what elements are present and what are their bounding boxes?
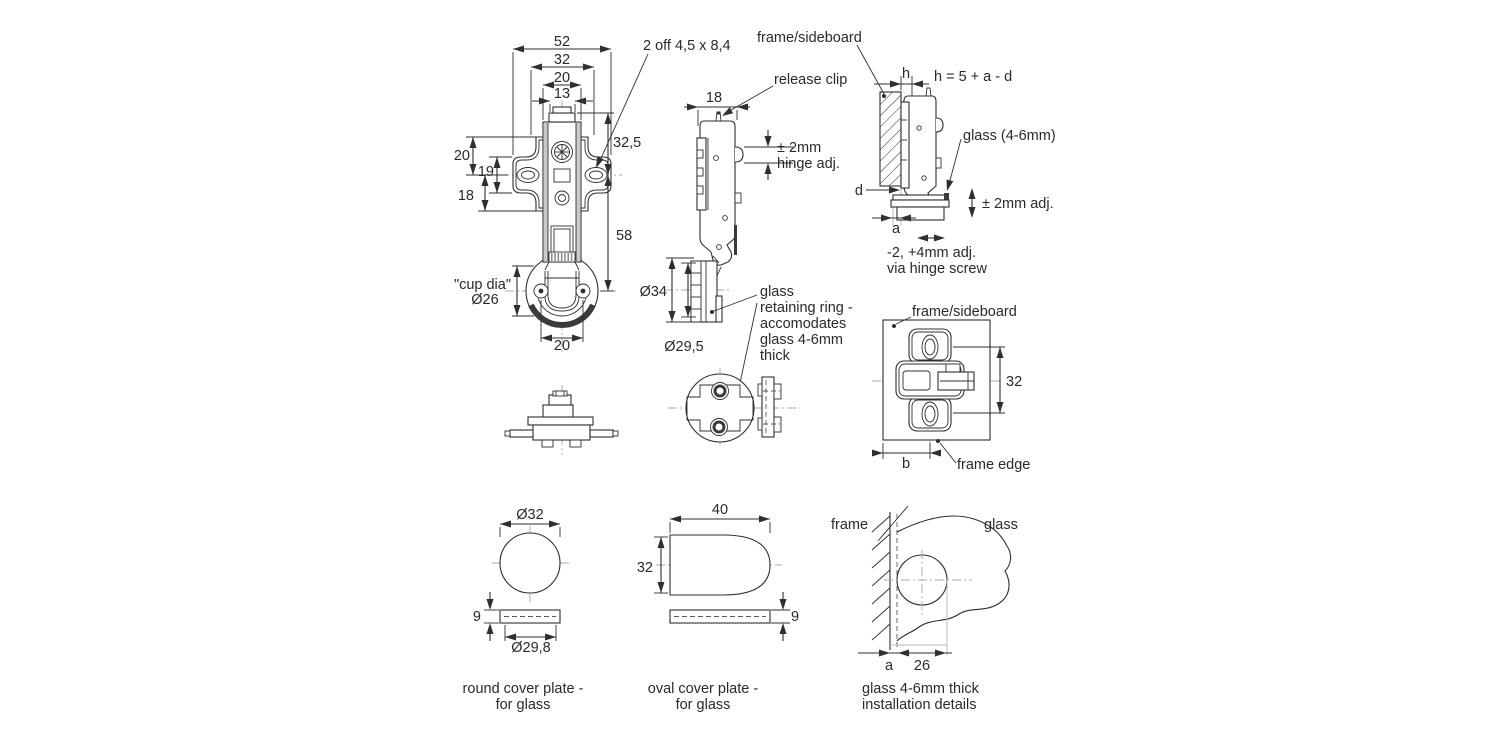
retaining-ring-views: [668, 368, 800, 448]
formula-label: h = 5 + a - d: [934, 69, 1012, 85]
retaining-ring-front: [685, 373, 755, 443]
glass-blob: [896, 515, 1012, 642]
plate-frame-label: frame/sideboard: [912, 304, 1017, 320]
install-frame-label: frame: [831, 517, 868, 533]
dim-d-label: d: [855, 183, 863, 199]
glass-pane: [892, 194, 949, 201]
oval-cover-face: [669, 534, 771, 596]
hinge-adj-label-2: hinge adj.: [777, 156, 840, 172]
dia-29-8-label: Ø29,8: [511, 640, 551, 656]
top-view-right-wing: [589, 429, 614, 438]
hinge-adj-label-1: ± 2mm: [777, 140, 821, 156]
top-view-left-wing: [509, 429, 534, 438]
cup-dia-label-1: "cup dia": [454, 277, 511, 293]
small-screw: [554, 190, 570, 206]
plate-dim-32-label: 32: [1006, 374, 1022, 390]
top-view: [504, 385, 619, 455]
slot-note-label: 2 off 4,5 x 8,4: [643, 38, 731, 54]
ring-note-line-5: thick: [760, 348, 791, 364]
side-view: 18 release clip: [640, 72, 853, 387]
round-cover-view: Ø32 9 Ø29,8 round cover plate - for glas…: [463, 507, 584, 713]
right-slot: [584, 167, 608, 183]
round-caption-1: round cover plate -: [463, 681, 584, 697]
frame-edge-label: frame edge: [957, 457, 1030, 473]
ring-note-line-4: glass 4-6mm: [760, 332, 843, 348]
round-caption-2: for glass: [496, 697, 551, 713]
dim-h-label: h: [902, 66, 910, 82]
dim-13-label: 13: [554, 86, 570, 102]
install-caption-1: glass 4-6mm thick: [862, 681, 980, 697]
frame-board-hatched: [879, 91, 902, 187]
dim-18-label: 18: [458, 188, 474, 204]
side-dim-18-label: 18: [706, 90, 722, 106]
dim-58-label: 58: [616, 228, 632, 244]
adj-2mm-label: ± 2mm adj.: [982, 196, 1054, 212]
oval-dim-9-label: 9: [791, 609, 799, 625]
dim-19-label: 19: [478, 164, 494, 180]
screw-adj-label-1: -2, +4mm adj.: [887, 245, 976, 261]
dim-52-label: 52: [554, 34, 570, 50]
oval-caption-2: for glass: [676, 697, 731, 713]
mounted-view: frame/sideboard h h = 5 + a - d glass (4…: [757, 30, 1056, 277]
front-view: 52 32 20 13 2 off 4,5 x 8,4 20 19 18 32,…: [454, 34, 731, 355]
ring-note-line-2: retaining ring -: [760, 300, 853, 316]
round-dim-9-label: 9: [473, 609, 481, 625]
oval-cover-view: 40 32 9 oval cover plate - for glass: [637, 502, 799, 713]
adjust-screw-boss: [734, 146, 744, 163]
round-cover-face: [499, 532, 561, 594]
retaining-ring-side: [761, 376, 775, 438]
dim-20-bottom-label: 20: [554, 338, 570, 354]
dia-34-label: Ø34: [640, 284, 667, 300]
install-caption-2: installation details: [862, 697, 976, 713]
mounted-frame-label: frame/sideboard: [757, 30, 862, 46]
ring-note-line-3: accomodates: [760, 316, 846, 332]
oval-caption-1: oval cover plate -: [648, 681, 759, 697]
dim-b-label: b: [902, 456, 910, 472]
arm-cap: [548, 112, 576, 123]
dim-20-left-label: 20: [454, 148, 470, 164]
release-clip-label: release clip: [774, 72, 847, 88]
dia-32-label: Ø32: [516, 507, 543, 523]
oval-dim-32-label: 32: [637, 560, 653, 576]
dim-40-label: 40: [712, 502, 728, 518]
glass-46-label: glass (4-6mm): [963, 128, 1056, 144]
install-glass-label: glass: [984, 517, 1018, 533]
dim-20-top-label: 20: [554, 70, 570, 86]
dim-32-top-label: 32: [554, 52, 570, 68]
dim-32-5-label: 32,5: [613, 135, 641, 151]
oval-cover-side: [669, 609, 771, 624]
install-dim-26-label: 26: [914, 658, 930, 674]
screw-adj-label-2: via hinge screw: [887, 261, 987, 277]
dia-29-5-label: Ø29,5: [664, 339, 704, 355]
left-slot: [516, 167, 540, 183]
plate-view: frame/sideboard 32 b frame edge: [872, 304, 1030, 473]
install-view: frame glass a 26 glass 4-6mm thick insta…: [831, 505, 1018, 713]
dim-a-mid-label: a: [892, 221, 901, 237]
install-dim-a-label: a: [885, 658, 894, 674]
ring-note-line-1: glass: [760, 284, 794, 300]
cup-dia-label-2: Ø26: [471, 292, 498, 308]
